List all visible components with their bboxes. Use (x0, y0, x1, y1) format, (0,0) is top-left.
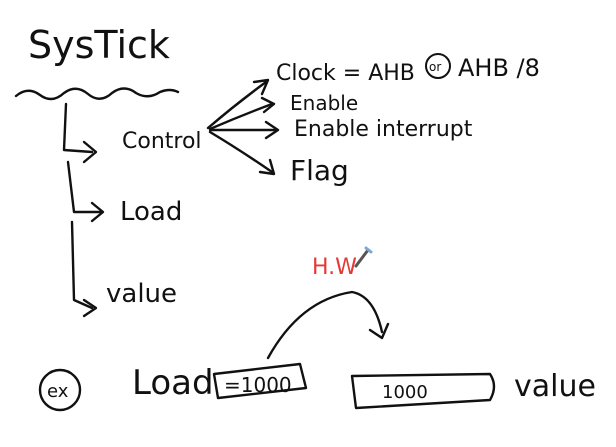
enable-text: Enable (290, 91, 358, 115)
hw-note: H.W (312, 255, 357, 280)
label-value: value (106, 279, 177, 309)
arrowhead-clock (252, 78, 270, 96)
load-register-value: =1000 (224, 373, 292, 397)
branch-line-control (62, 102, 94, 154)
label-load: Load (120, 197, 182, 227)
arrow-to-clock (206, 80, 268, 130)
value-register-box (350, 372, 496, 410)
arrow-to-enable (208, 102, 274, 131)
branch-arrow-load (90, 201, 105, 223)
or-label: or (429, 60, 441, 74)
arrow-to-flag (208, 130, 274, 174)
flag-text: Flag (290, 154, 349, 187)
example-load-label: Load (132, 363, 214, 403)
label-control: Control (122, 129, 202, 154)
title-systick: SysTick (28, 23, 170, 67)
enable-interrupt-text: Enable interrupt (294, 117, 473, 142)
load-register-box (212, 362, 308, 400)
arrowhead-enable-interrupt (264, 120, 280, 140)
clock-source-text: Clock = AHB (276, 61, 415, 86)
transfer-arrowhead (368, 322, 390, 340)
example-badge: ex (47, 381, 69, 402)
branch-arrow-control (82, 140, 98, 164)
pen-icon (354, 246, 373, 268)
value-register-value: 1000 (382, 382, 428, 403)
arrowhead-enable (260, 96, 276, 114)
or-circle (425, 53, 451, 79)
arrowhead-flag (258, 158, 276, 176)
branch-line-value (70, 220, 94, 310)
example-badge-circle (38, 368, 82, 412)
clock-alt-text: AHB /8 (458, 54, 540, 82)
branch-arrow-value (82, 298, 98, 318)
example-value-label: value (514, 369, 596, 404)
title-wavy-underline (14, 87, 180, 101)
transfer-arrow (266, 290, 384, 360)
branch-line-load (66, 160, 102, 214)
